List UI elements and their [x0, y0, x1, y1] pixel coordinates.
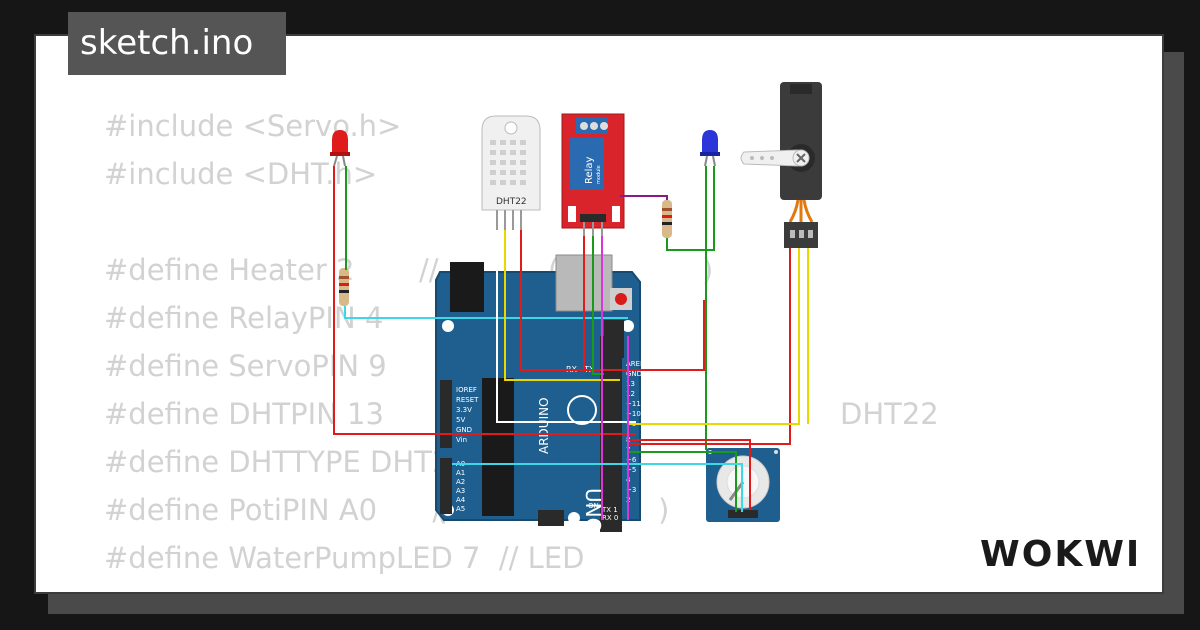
red-led[interactable]: [330, 130, 350, 167]
icsp-header-top: [604, 320, 624, 358]
digital-pin-label: ~10: [626, 410, 641, 418]
code-line: #define WaterPumpLED 7 // LED: [104, 541, 585, 575]
digital-pin-label: TX 1: [601, 506, 618, 514]
code-line: #include <DHT.h>: [104, 157, 378, 191]
power-pin-label: 3.3V: [456, 406, 472, 414]
code-line: #define DHTPIN 13 //: [104, 397, 469, 431]
code-line: #define Heater 2 //: [104, 253, 439, 287]
dht22-sensor[interactable]: DHT22: [481, 115, 541, 230]
digital-pin-label: 12: [626, 390, 635, 398]
arduino-logo-icon: [567, 395, 597, 425]
code-fragment: DHT22: [840, 397, 939, 431]
code-block: #include <Servo.h> #include <DHT.h> #def…: [104, 36, 584, 575]
power-pin-label: IOREF: [456, 386, 477, 394]
digital-pin-label: ~5: [626, 466, 636, 474]
code-line: #include <Servo.h>: [104, 109, 402, 143]
digital-pin-label: ~11: [626, 400, 641, 408]
analog-header: [440, 458, 452, 514]
relay-label: Relay: [584, 156, 595, 184]
servo-motor[interactable]: [740, 82, 822, 248]
mount-hole: [442, 320, 454, 332]
code-fragment: (: [548, 253, 560, 287]
analog-pin-label: A3: [456, 487, 465, 495]
relay-module-label: module: [596, 165, 602, 184]
power-pin-label: RESET: [456, 396, 479, 404]
blue-led[interactable]: [700, 130, 720, 167]
power-pin-label: 5V: [456, 416, 465, 424]
wokwi-logo: WOKWI: [980, 534, 1141, 575]
wokwi-logo-text: WOKWI: [980, 534, 1141, 575]
arduino-brand: ARDUINO: [537, 397, 551, 454]
analog-pin-label: A1: [456, 469, 465, 477]
power-jack: [450, 262, 484, 312]
power-pin-label: GND: [456, 426, 472, 434]
power-pin-label: Vin: [456, 436, 467, 444]
wires: [333, 166, 809, 520]
digital-pin-label: ~6: [626, 456, 637, 464]
analog-pin-label: A2: [456, 478, 465, 486]
mount-hole: [568, 512, 580, 524]
digital-pin-label: RX 0: [602, 514, 618, 522]
icsp-header: [538, 510, 564, 526]
arduino-uno-board[interactable]: ARDUINO UNO RX TX ON IOREF RESET 3.3V 5V…: [435, 254, 644, 533]
mount-hole: [622, 320, 634, 332]
reset-button[interactable]: [615, 293, 627, 305]
analog-pin-label: A5: [456, 505, 465, 513]
analog-pin-label: A4: [456, 496, 466, 504]
code-fragment: ): [658, 493, 670, 527]
on-label: ON: [588, 502, 599, 510]
digital-pin-label: GND: [626, 370, 642, 378]
sketch-title: sketch.ino: [68, 12, 286, 75]
power-header: [440, 380, 452, 448]
digital-pin-label: 13: [626, 380, 635, 388]
resistor-relay[interactable]: [662, 200, 672, 238]
digital-pin-label: AREF: [626, 360, 644, 368]
code-line: #define DHTTYPE DHT22: [104, 445, 469, 479]
code-fragment: ): [702, 253, 714, 287]
digital-pin-label: ~3: [626, 486, 636, 494]
resistor-heater[interactable]: [339, 268, 349, 306]
dht-label: DHT22: [496, 197, 527, 207]
relay-module[interactable]: Relay module: [561, 113, 625, 236]
